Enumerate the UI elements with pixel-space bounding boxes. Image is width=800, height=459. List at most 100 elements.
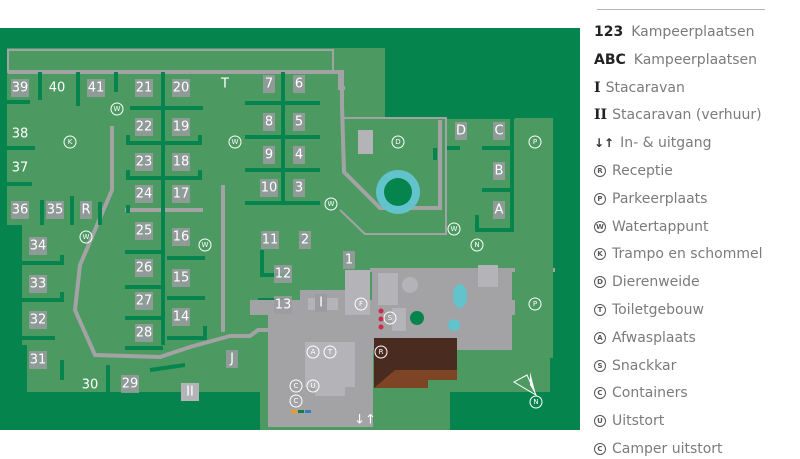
- pitch-17: 17: [172, 185, 190, 203]
- water-marker: W: [447, 222, 461, 236]
- pitch-26: 26: [135, 259, 153, 277]
- svg-text:35: 35: [47, 203, 64, 218]
- pitch-36: 36: [11, 201, 29, 219]
- legend-key: ↓↑: [594, 136, 615, 151]
- legend-label: Afwasplaats: [612, 329, 696, 346]
- legend-label: In- & uitgang: [620, 135, 712, 152]
- svg-text:S: S: [388, 314, 393, 322]
- legend-item: W Watertappunt: [594, 217, 708, 237]
- pitch-4: 4: [293, 146, 305, 164]
- pitch-28: 28: [135, 324, 153, 342]
- pitch-30: 30: [82, 378, 99, 393]
- pitch-39: 39: [11, 79, 29, 97]
- pitch-23: 23: [135, 153, 153, 171]
- legend-item: C Containers: [594, 383, 688, 403]
- legend-label: Containers: [612, 385, 688, 402]
- svg-text:W: W: [114, 105, 121, 113]
- legend-key: II: [594, 107, 608, 124]
- svg-text:C: C: [294, 397, 299, 405]
- legend-symbol-icon: C: [594, 387, 606, 400]
- svg-text:31: 31: [30, 353, 47, 368]
- legend-label: Watertappunt: [612, 218, 709, 235]
- legend-symbol-icon: R: [594, 165, 606, 177]
- svg-text:R: R: [379, 348, 384, 356]
- pitch-40: 40: [49, 81, 66, 96]
- svg-text:16: 16: [173, 230, 190, 245]
- legend-label: Parkeerplaats: [612, 190, 708, 207]
- top-strip: [7, 49, 334, 73]
- pitch-18: 18: [172, 153, 190, 171]
- svg-text:5: 5: [295, 115, 303, 130]
- svg-text:T: T: [327, 348, 333, 356]
- pitch-32: 32: [29, 311, 47, 329]
- svg-text:25: 25: [136, 224, 153, 239]
- pitch-stacaravan: I: [315, 294, 327, 312]
- pitch-20: 20: [172, 79, 190, 97]
- pitch-14: 14: [172, 308, 190, 326]
- parking-marker: P: [528, 297, 542, 311]
- svg-text:18: 18: [173, 155, 190, 170]
- legend-symbol-icon: P: [594, 192, 606, 205]
- svg-text:A: A: [495, 203, 504, 218]
- snack-marker: S: [383, 311, 397, 325]
- legend-symbol-icon: K: [594, 248, 606, 261]
- north_badge-marker: N: [470, 238, 484, 252]
- svg-text:N: N: [474, 241, 479, 249]
- svg-text:C: C: [294, 382, 299, 390]
- svg-text:T: T: [220, 77, 229, 92]
- svg-text:8: 8: [265, 115, 273, 130]
- pitch-3: 3: [293, 179, 305, 197]
- svg-text:U: U: [310, 382, 315, 390]
- water-marker: W: [324, 197, 338, 211]
- pitch-C: C: [493, 122, 505, 140]
- svg-text:1: 1: [345, 253, 353, 268]
- legend-key: I: [594, 79, 601, 96]
- svg-text:W: W: [232, 138, 239, 146]
- legend-item: P Parkeerplaats: [594, 189, 707, 209]
- svg-text:W: W: [202, 241, 209, 249]
- pitch-25: 25: [135, 222, 153, 240]
- legend-symbol-icon: U: [594, 415, 606, 428]
- svg-text:W: W: [328, 200, 335, 208]
- legend-label: Camper uitstort: [612, 441, 723, 457]
- legend-symbol-icon: T: [594, 304, 606, 316]
- dishes-marker: A: [306, 345, 320, 359]
- pitch-29: 29: [121, 375, 139, 393]
- legend-divider: [597, 9, 765, 10]
- legend-symbol-icon: D: [594, 276, 606, 289]
- legend-symbol-icon: W: [594, 220, 606, 233]
- pitch-21: 21: [135, 79, 153, 97]
- legend-symbol-icon: S: [594, 359, 606, 372]
- svg-text:15: 15: [173, 271, 190, 286]
- svg-text:P: P: [533, 138, 537, 146]
- legend-label: Kampeerplaatsen: [633, 51, 758, 68]
- svg-text:10: 10: [261, 181, 278, 196]
- svg-text:39: 39: [12, 81, 29, 96]
- svg-text:R: R: [81, 203, 90, 218]
- svg-text:11: 11: [262, 233, 279, 248]
- legend-label: Toiletgebouw: [612, 302, 704, 318]
- svg-text:P: P: [533, 300, 537, 308]
- dump-marker: U: [306, 379, 320, 393]
- legend-label: Receptie: [612, 163, 673, 179]
- svg-text:II: II: [186, 385, 194, 400]
- pitch-33: 33: [29, 275, 47, 293]
- svg-text:6: 6: [295, 77, 303, 92]
- svg-text:32: 32: [30, 313, 47, 328]
- animals-marker: D: [391, 135, 405, 149]
- svg-text:27: 27: [136, 294, 153, 309]
- pitch-24: 24: [135, 185, 153, 203]
- parking-lot: [515, 118, 553, 358]
- pitch-8: 8: [263, 113, 275, 131]
- pitch-B: B: [493, 162, 505, 180]
- legend-key: ABC: [594, 51, 626, 68]
- svg-text:J: J: [229, 352, 234, 367]
- svg-text:14: 14: [173, 310, 190, 325]
- svg-text:30: 30: [82, 378, 99, 393]
